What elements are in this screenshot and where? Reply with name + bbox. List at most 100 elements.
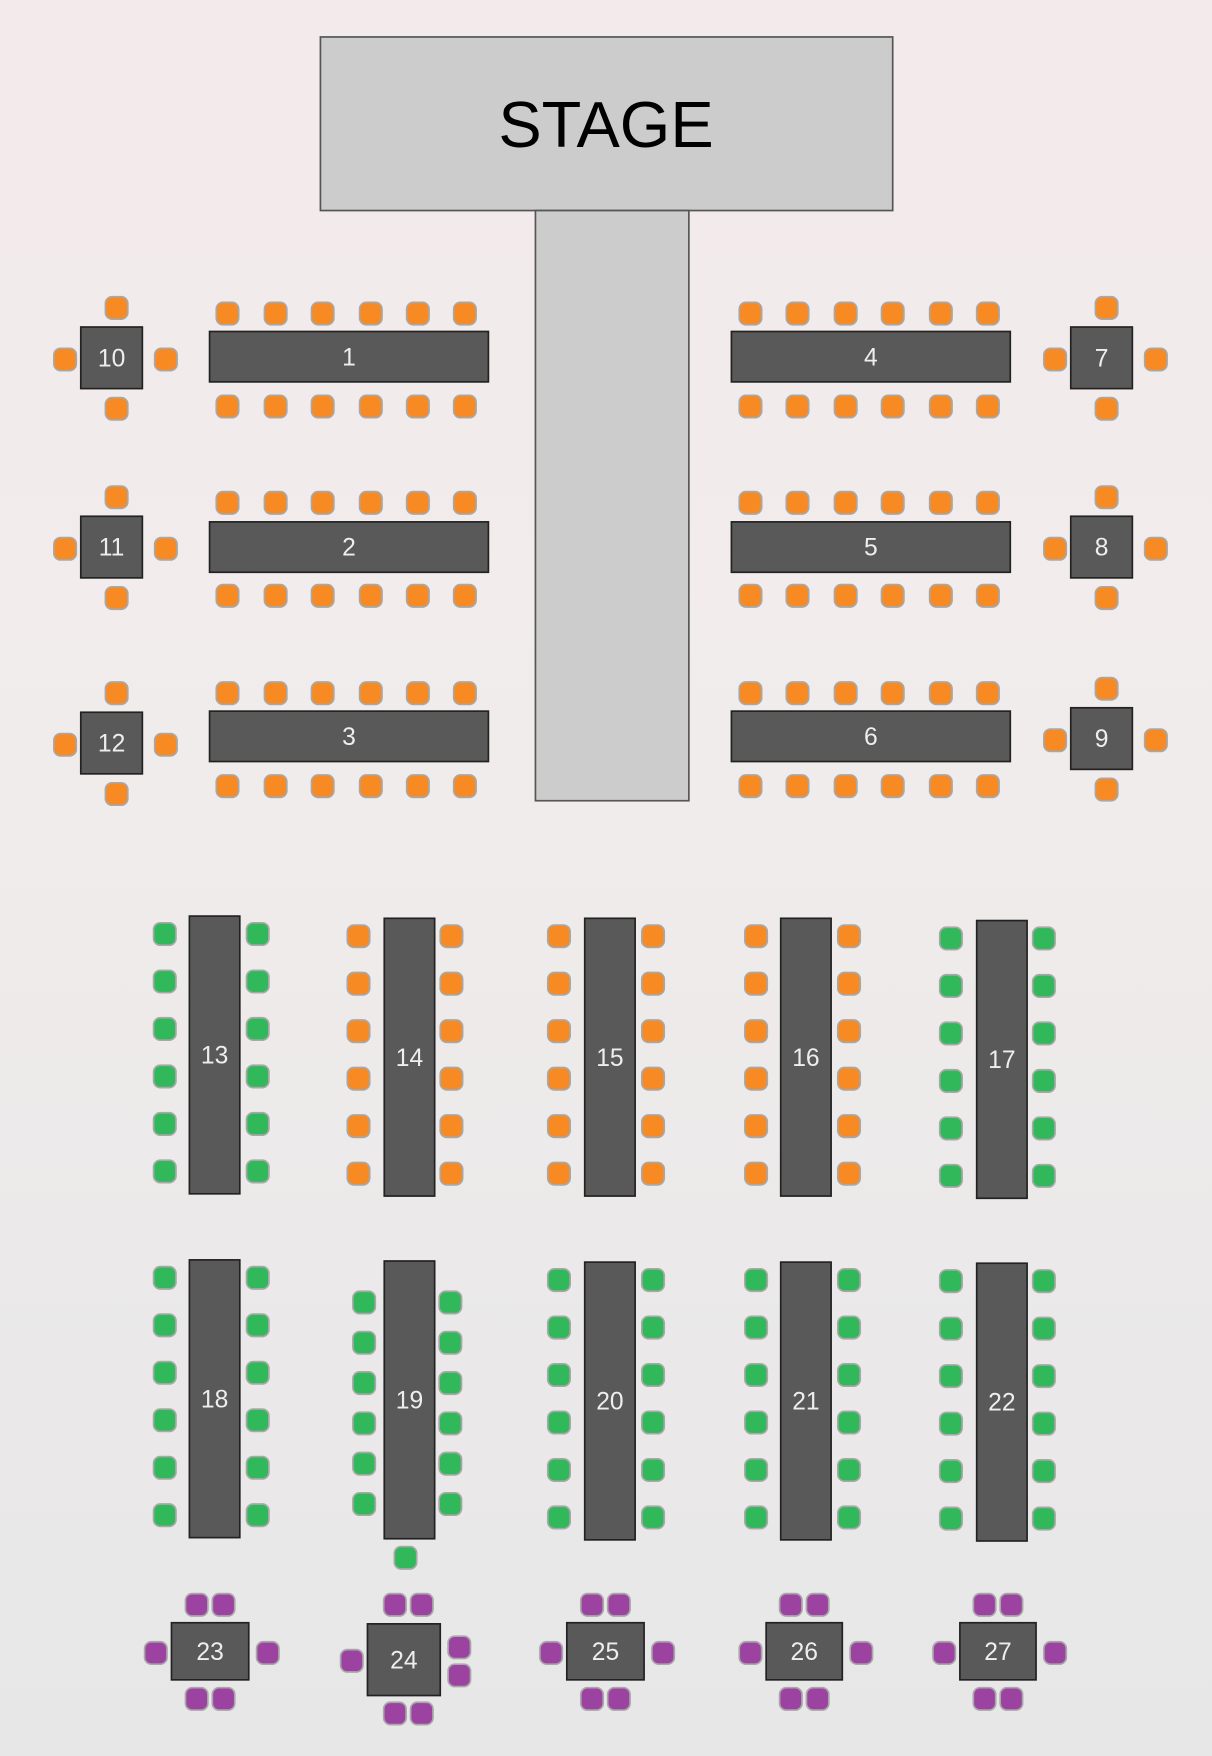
table-top[interactable] — [208, 710, 490, 763]
seat[interactable] — [975, 301, 1000, 326]
seat[interactable] — [546, 1268, 572, 1293]
seat[interactable] — [452, 301, 477, 326]
seat[interactable] — [975, 394, 1000, 419]
seat[interactable] — [310, 301, 335, 326]
seat[interactable] — [546, 1410, 572, 1435]
seat[interactable] — [352, 1491, 377, 1517]
seat[interactable] — [438, 1411, 463, 1436]
seat[interactable] — [1043, 728, 1068, 753]
table-top[interactable] — [170, 1621, 250, 1681]
seat[interactable] — [546, 1019, 572, 1044]
seat[interactable] — [1043, 347, 1068, 372]
table-top[interactable] — [1069, 326, 1134, 390]
seat[interactable] — [452, 394, 477, 419]
seat[interactable] — [640, 1066, 666, 1091]
seat[interactable] — [744, 1315, 769, 1340]
table-top[interactable] — [779, 917, 832, 1197]
seat[interactable] — [263, 490, 288, 515]
seat[interactable] — [833, 301, 858, 326]
seat[interactable] — [439, 1066, 464, 1091]
table-top[interactable] — [959, 1621, 1037, 1681]
seat[interactable] — [310, 681, 335, 706]
seat[interactable] — [744, 1066, 769, 1091]
table-15[interactable]: 15 — [546, 917, 666, 1197]
table-19[interactable]: 19 — [352, 1260, 463, 1570]
table-top[interactable] — [779, 1261, 832, 1541]
table-top[interactable] — [79, 711, 144, 775]
seat[interactable] — [352, 1411, 377, 1436]
seat[interactable] — [999, 1686, 1024, 1711]
seat[interactable] — [339, 1648, 364, 1673]
seat[interactable] — [778, 1592, 803, 1617]
seat[interactable] — [310, 394, 335, 419]
seat[interactable] — [738, 394, 763, 419]
seat[interactable] — [245, 1159, 270, 1184]
table-top[interactable] — [730, 330, 1012, 383]
seat[interactable] — [352, 1290, 377, 1315]
table-11[interactable]: 11 — [53, 485, 178, 611]
table-1[interactable]: 1 — [208, 301, 490, 419]
seat[interactable] — [53, 347, 78, 372]
seat[interactable] — [439, 1019, 464, 1044]
seat[interactable] — [358, 301, 383, 326]
seat[interactable] — [405, 774, 430, 799]
seat[interactable] — [539, 1640, 564, 1666]
seat[interactable] — [1031, 1364, 1056, 1389]
seat[interactable] — [104, 585, 129, 611]
seat[interactable] — [409, 1701, 434, 1726]
seat[interactable] — [211, 1686, 236, 1711]
seat[interactable] — [382, 1592, 407, 1617]
table-7[interactable]: 7 — [1043, 295, 1168, 421]
seat[interactable] — [143, 1640, 168, 1666]
seat[interactable] — [1031, 1316, 1056, 1341]
seat[interactable] — [152, 1503, 177, 1528]
seat[interactable] — [1031, 1021, 1056, 1046]
seat[interactable] — [452, 490, 477, 515]
seat[interactable] — [836, 1019, 862, 1044]
seat[interactable] — [215, 301, 240, 326]
seat[interactable] — [836, 1410, 862, 1435]
seat[interactable] — [211, 1592, 236, 1617]
seat[interactable] — [1143, 728, 1168, 753]
seat[interactable] — [438, 1290, 463, 1315]
seat[interactable] — [393, 1545, 418, 1570]
seat[interactable] — [938, 973, 963, 998]
seat[interactable] — [938, 1068, 963, 1093]
seat[interactable] — [152, 1111, 177, 1136]
seat[interactable] — [932, 1640, 957, 1666]
seat[interactable] — [346, 1019, 371, 1044]
seat[interactable] — [409, 1592, 434, 1617]
table-16[interactable]: 16 — [744, 917, 862, 1197]
seat[interactable] — [836, 971, 862, 996]
seat[interactable] — [215, 681, 240, 706]
seat[interactable] — [439, 1114, 464, 1139]
seat[interactable] — [938, 1269, 963, 1294]
seat[interactable] — [1143, 536, 1168, 561]
seat[interactable] — [836, 1161, 862, 1186]
seat[interactable] — [938, 1364, 963, 1389]
seat[interactable] — [836, 1362, 862, 1388]
seat[interactable] — [1031, 1116, 1056, 1141]
seat[interactable] — [938, 1411, 963, 1436]
seat[interactable] — [640, 1315, 666, 1340]
seat[interactable] — [152, 1313, 177, 1338]
seat[interactable] — [744, 924, 769, 949]
seat[interactable] — [263, 583, 288, 608]
seat[interactable] — [836, 1457, 862, 1483]
seat[interactable] — [640, 1410, 666, 1435]
seat[interactable] — [1094, 485, 1119, 510]
seat[interactable] — [1031, 926, 1056, 951]
table-5[interactable]: 5 — [730, 490, 1012, 608]
seat[interactable] — [836, 1315, 862, 1340]
table-14[interactable]: 14 — [346, 917, 464, 1197]
seat[interactable] — [640, 1161, 666, 1186]
seat[interactable] — [184, 1592, 209, 1617]
seat[interactable] — [405, 301, 430, 326]
seat[interactable] — [438, 1451, 463, 1476]
seat[interactable] — [358, 681, 383, 706]
seat[interactable] — [215, 394, 240, 419]
table-10[interactable]: 10 — [53, 295, 178, 421]
seat[interactable] — [975, 490, 1000, 515]
seat[interactable] — [215, 583, 240, 608]
seat[interactable] — [880, 490, 905, 515]
